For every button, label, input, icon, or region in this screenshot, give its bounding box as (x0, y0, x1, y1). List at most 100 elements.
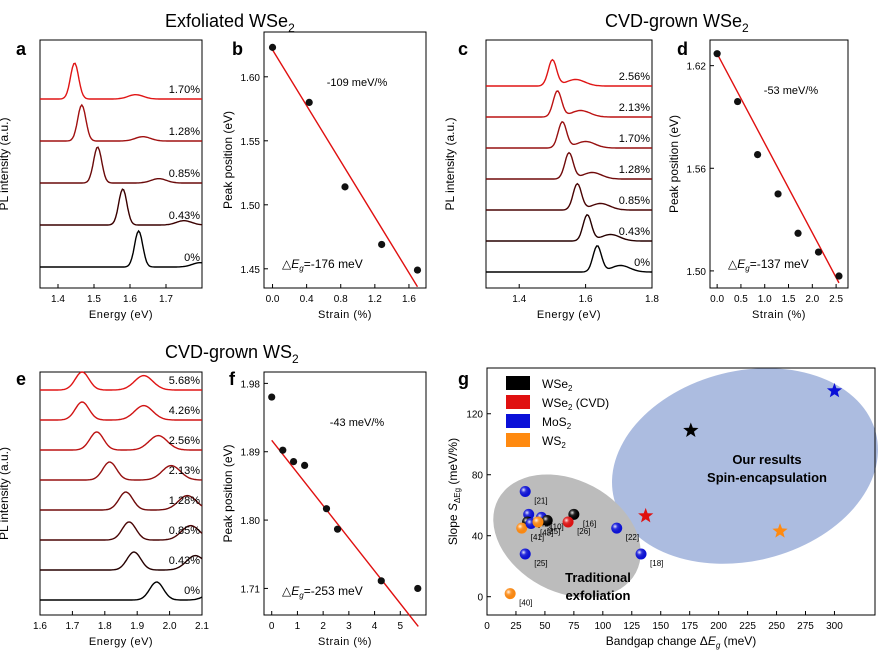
x-tick-label: 2.0 (805, 294, 819, 305)
panel-label-f: f (229, 369, 236, 389)
y-tick-label: 120 (466, 410, 483, 421)
data-point (414, 584, 422, 593)
y-axis-label: Peak position (eV) (667, 115, 681, 213)
data-point (734, 97, 742, 106)
reference-label: [22] (626, 533, 639, 542)
y-tick-label: 80 (472, 471, 484, 482)
y-tick-label: 1.45 (241, 265, 261, 276)
x-tick-label: 1.6 (33, 621, 47, 632)
x-tick-label: 1.6 (123, 294, 137, 305)
x-axis-label: Bandgap change ΔEg (meV) (606, 634, 757, 650)
x-tick-label: 1.5 (782, 294, 796, 305)
data-point (341, 183, 349, 191)
title-cvd-wse2: CVD-grown WSe2 (605, 11, 749, 35)
spectrum-line (40, 431, 202, 451)
x-tick-label: 1.9 (130, 621, 144, 632)
reference-label: [18] (650, 559, 663, 568)
x-tick-label: 5 (398, 621, 404, 632)
y-tick-label: 1.60 (241, 73, 261, 84)
x-tick-label: 1.7 (65, 621, 79, 632)
x-tick-label: 1.8 (645, 294, 659, 305)
x-tick-label: 250 (768, 621, 785, 632)
x-tick-label: 2.0 (163, 621, 177, 632)
ball-highlight (516, 522, 528, 534)
y-tick-label: 0 (477, 593, 483, 604)
fit-line (271, 49, 419, 288)
x-tick-label: 0.4 (300, 294, 314, 305)
data-point (378, 240, 386, 249)
x-tick-label: 100 (594, 621, 611, 632)
spectrum-line (40, 461, 202, 481)
spectrum-line (40, 491, 203, 511)
spectrum-line (40, 62, 202, 100)
star-marker (638, 507, 654, 523)
spin-encapsulation-label: Spin-encapsulation (707, 470, 827, 485)
ball-highlight (519, 486, 531, 497)
ball-highlight (635, 548, 647, 560)
data-point (753, 150, 762, 159)
reference-label: [43] (540, 529, 553, 538)
legend-label: WSe2 (CVD) (542, 396, 609, 412)
spectrum-line (40, 103, 202, 142)
spectrum-label: 0% (634, 257, 650, 269)
x-tick-label: 1.6 (579, 294, 593, 305)
y-axis-label: PL intensity (a.u.) (443, 118, 457, 211)
delta-annotation: △Eg=-253 meV (282, 584, 363, 600)
data-point (289, 458, 298, 466)
x-tick-label: 0.8 (334, 294, 348, 305)
panel-b-frame (263, 31, 427, 289)
panel-e-frame (39, 371, 203, 616)
spectrum-label: 0.85% (619, 195, 650, 207)
data-point (305, 98, 313, 106)
x-tick-label: 200 (710, 621, 727, 632)
y-tick-label: 1.55 (241, 137, 261, 148)
x-tick-label: 2 (320, 621, 326, 632)
data-point (301, 461, 309, 470)
panel-label-e: e (16, 369, 26, 389)
legend-swatch (506, 414, 530, 428)
y-tick-label: 1.50 (241, 201, 261, 212)
panel-g-frame (486, 367, 876, 616)
star-marker (826, 382, 843, 398)
legend-label: MoS2 (542, 415, 572, 431)
x-axis-label: Strain (%) (318, 309, 372, 321)
x-tick-label: 1.2 (368, 294, 382, 305)
spectrum-label: 1.70% (619, 133, 650, 145)
spectrum-line (40, 371, 202, 391)
data-point (413, 266, 422, 274)
data-point (774, 190, 782, 198)
spectrum-label: 0.43% (169, 555, 200, 567)
spectrum-label: 0.85% (169, 168, 200, 180)
spectrum-label: 5.68% (169, 375, 200, 387)
exfoliation-label: exfoliation (565, 588, 630, 603)
legend-label: WSe2 (542, 377, 573, 393)
y-tick-label: 1.50 (687, 267, 707, 278)
data-point (377, 577, 385, 585)
spectrum-line (40, 581, 203, 601)
x-tick-label: 1.6 (402, 294, 416, 305)
x-axis-label: Strain (%) (752, 309, 806, 321)
y-axis-label: Peak position (eV) (221, 111, 235, 209)
spectrum-line (40, 229, 203, 268)
x-axis-label: Energy (eV) (89, 309, 153, 321)
data-point (835, 272, 843, 280)
spectrum-label: 0% (184, 585, 200, 597)
x-tick-label: 0 (484, 621, 490, 632)
y-axis-label: Peak position (eV) (221, 444, 235, 542)
ball-highlight (541, 514, 553, 526)
y-axis-label: PL intensity (a.u.) (0, 118, 11, 211)
spectrum-line (486, 213, 652, 242)
traditional-ellipse (493, 474, 641, 598)
data-point (794, 229, 802, 237)
delta-annotation: △Eg=-176 meV (282, 257, 363, 273)
x-tick-label: 1 (295, 621, 301, 632)
ball-highlight (611, 522, 623, 534)
reference-label: [25] (547, 527, 560, 536)
data-point (814, 248, 823, 256)
spectrum-line (40, 401, 202, 421)
x-tick-label: 1.0 (758, 294, 772, 305)
panel-f-frame (263, 371, 427, 616)
spectrum-label: 1.70% (169, 84, 200, 96)
